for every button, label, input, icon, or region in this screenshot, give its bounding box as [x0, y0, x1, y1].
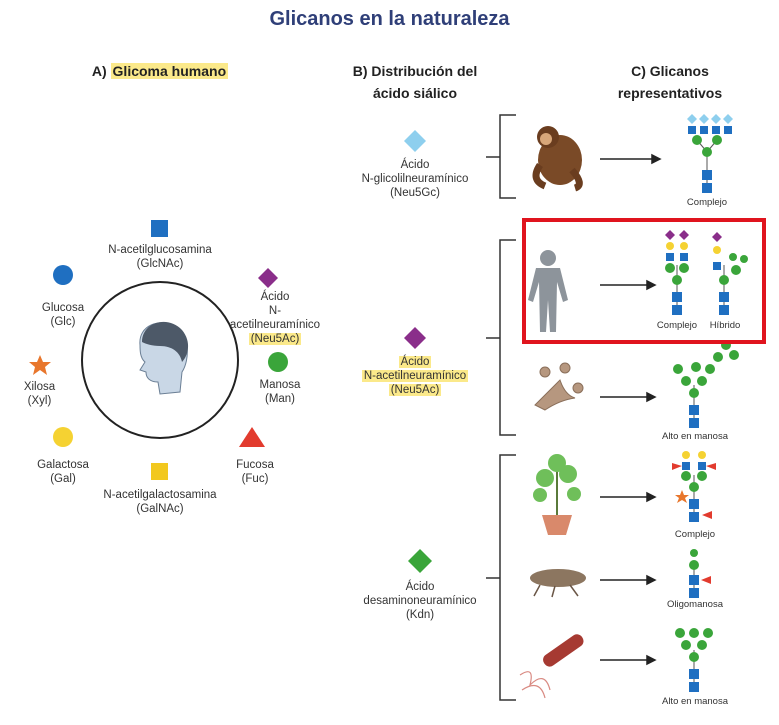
galnac-label: N-acetilgalactosamina(GalNAc) [103, 489, 217, 515]
plant-icon [533, 454, 581, 535]
glcnac-square-icon [151, 220, 168, 237]
bacteria-icon [519, 634, 584, 699]
galnac-square-icon [151, 463, 168, 480]
page-title: Glicanos en la naturaleza [269, 8, 510, 30]
glycan-label-bacteria: Alto en manosa [661, 696, 728, 707]
human-figure-icon [528, 250, 568, 332]
glycan-label-ape: Complejo [686, 197, 728, 208]
xilosa-star-icon [29, 355, 51, 375]
glycan-plant-complex [672, 451, 716, 522]
glucosa-circle-icon [53, 265, 73, 285]
galactosa-label: Galactosa(Gal) [37, 459, 89, 485]
galactosa-circle-icon [53, 427, 73, 447]
glycan-human-complex [665, 230, 689, 315]
bracket-neu5ac [486, 239, 516, 436]
fucosa-triangle-icon [239, 427, 265, 447]
bracket-neu5gc [486, 114, 516, 199]
glucosa-label: Glucosa(Glc) [41, 302, 85, 328]
human-head-icon [139, 321, 189, 395]
highlight-box [522, 218, 766, 344]
neu5ac-large-diamond-icon [404, 327, 426, 349]
glycan-ape-complex [687, 114, 733, 193]
fucosa-label: Fucosa(Fuc) [236, 459, 274, 485]
section-c-line2: representativos [617, 85, 723, 101]
glycan-label-fungus: Alto en manosa [661, 431, 728, 442]
manosa-label: Manosa(Man) [259, 379, 301, 405]
section-c-line1: C) Glicanos [631, 63, 709, 79]
fungus-icon [534, 362, 584, 411]
glcnac-label: N-acetilglucosamina(GlcNAc) [108, 244, 212, 270]
section-b-line2: ácido siálico [372, 85, 458, 101]
section-a-heading: A) Glicoma humano [60, 60, 260, 82]
glycan-label-plant: Complejo [674, 529, 716, 540]
glycan-bacteria-high-mannose [675, 628, 713, 692]
glycan-label-human-hybrid: Híbrido [709, 320, 741, 331]
section-c-heading: C) Glicanos representativos [595, 60, 745, 104]
glycan-human-hybrid [712, 232, 748, 315]
section-b-line1: B) Distribución del [352, 63, 478, 79]
section-a-highlight: Glicoma humano [110, 63, 229, 79]
neu5ac-label-b: Ácido N-acetilneuramínico (Neu5Ac) [361, 356, 469, 396]
glycan-insect-oligomannose [689, 549, 711, 598]
section-a-prefix: A) [91, 63, 107, 79]
glycome-circle [81, 281, 239, 439]
glycan-label-insect: Oligomanosa [667, 599, 723, 610]
glycan-label-human-complex: Complejo [656, 320, 698, 331]
kdn-diamond-icon [408, 549, 432, 573]
neu5gc-diamond-icon [404, 130, 426, 152]
xilosa-label: Xilosa(Xyl) [23, 381, 56, 407]
glycan-fungus-high-mannose [673, 340, 739, 428]
manosa-circle-icon [268, 352, 288, 372]
bracket-kdn [486, 454, 516, 701]
insect-icon [530, 569, 586, 598]
section-b-heading: B) Distribución del ácido siálico [330, 60, 500, 104]
neu5ac-diamond-icon [258, 268, 278, 288]
ape-icon [532, 126, 583, 192]
arrows [600, 153, 662, 666]
